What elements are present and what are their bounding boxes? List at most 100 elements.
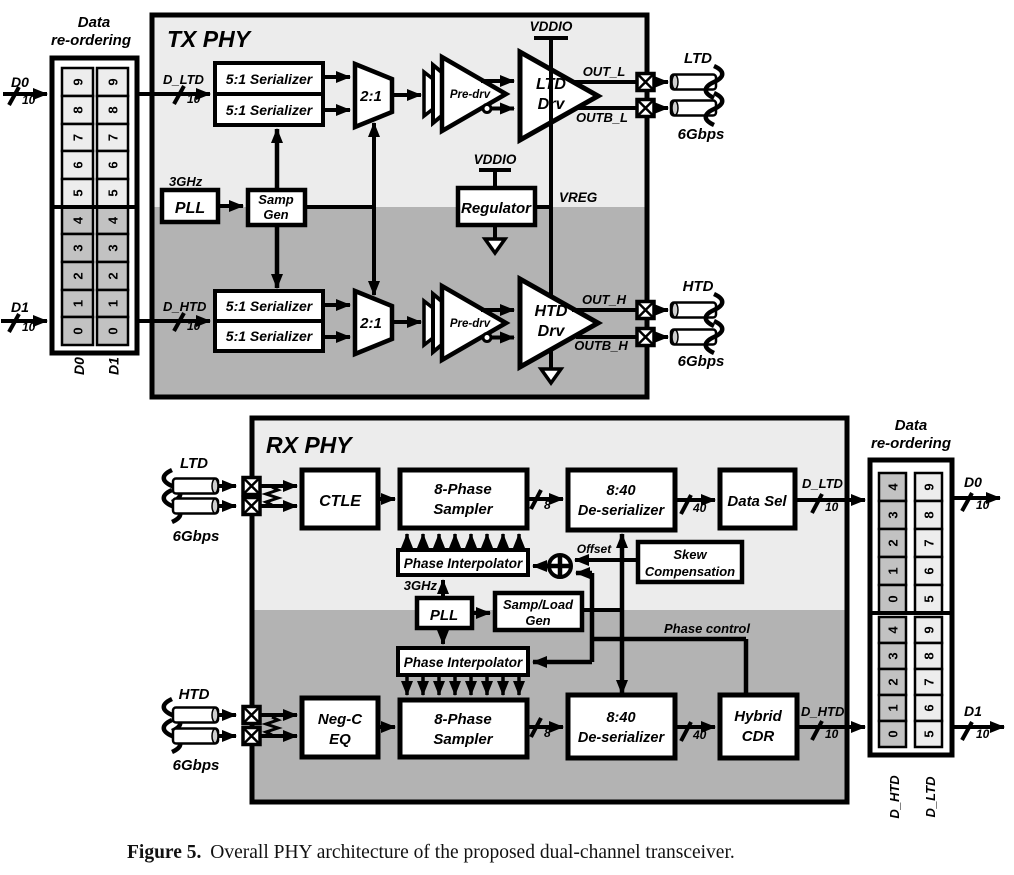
bus-slash xyxy=(810,720,824,741)
cell xyxy=(877,499,908,531)
cell xyxy=(913,583,944,615)
cell xyxy=(877,583,908,615)
cell-digit: 7 xyxy=(106,134,121,141)
right-reorder-block: Data re-ordering 4 3 2 1 0 4 3 2 1 0 xyxy=(867,417,1005,819)
hybrid-cdr-label-1: Hybrid xyxy=(734,708,782,725)
bus-slash xyxy=(960,492,974,512)
bus-width: 8 xyxy=(544,726,551,740)
cell-digit: 6 xyxy=(106,161,121,168)
htd-rate-label: 6Gbps xyxy=(678,353,725,370)
cell-digit: 0 xyxy=(106,327,121,334)
htd-drv-label-2: Drv xyxy=(538,323,566,340)
rx-phy-border xyxy=(249,415,850,805)
regulator-label: Regulator xyxy=(461,200,532,217)
summing-node xyxy=(547,553,573,579)
neg-c-eq-box xyxy=(299,695,381,760)
mux-top-label: 2:1 xyxy=(359,88,382,105)
ltd-rate-label: 6Gbps xyxy=(678,126,725,143)
d-htd-bus-label: D_HTD xyxy=(163,299,207,314)
cable-cap xyxy=(671,100,679,116)
cell xyxy=(60,177,95,209)
cell-digit: 7 xyxy=(71,134,86,141)
cable-break xyxy=(703,291,725,329)
predrv-label: Pre-drv xyxy=(450,318,491,330)
sampler-bottom-label-1: 8-Phase xyxy=(434,711,492,728)
termination-resistor xyxy=(261,715,283,737)
left-reorder-title-2: re-ordering xyxy=(51,32,131,49)
bus-slash xyxy=(679,494,693,515)
bus-width: 10 xyxy=(187,319,201,333)
cell-digit: 7 xyxy=(922,539,937,546)
data-sel-label: Data Sel xyxy=(727,493,787,510)
bus-width: 10 xyxy=(976,498,990,512)
inverter-bubble xyxy=(481,103,493,114)
bus-width: 8 xyxy=(544,498,551,512)
rx-phy-block: RX PHY LTD 6Gbps CTLE xyxy=(161,415,866,805)
d1-output-label: D1 xyxy=(964,703,982,719)
serializer-label: 5:1 Serializer xyxy=(226,102,314,118)
bus-slash xyxy=(810,493,824,514)
bus-width: 10 xyxy=(825,727,839,741)
rx-htd-rate: 6Gbps xyxy=(173,757,220,774)
cell-digit: 8 xyxy=(922,511,937,518)
skew-comp-label-2: Compensation xyxy=(645,564,735,579)
hybrid-cdr-box xyxy=(717,692,800,761)
left-reorder-col2-label: D1 xyxy=(106,357,122,375)
cell-digit: 0 xyxy=(886,595,901,602)
right-reorder-col2-label: D_LTD xyxy=(923,776,938,818)
cable-cap xyxy=(211,707,219,723)
cell-digit: 8 xyxy=(106,106,121,113)
ground-symbol xyxy=(481,237,509,257)
cell xyxy=(95,315,130,347)
mux-bottom xyxy=(352,287,395,358)
cell-digit: 9 xyxy=(106,78,121,85)
cell-digit: 3 xyxy=(71,244,86,251)
pad-symbol xyxy=(241,704,262,726)
cell xyxy=(913,527,944,559)
bus-width: 10 xyxy=(187,92,201,106)
cable-break xyxy=(703,90,725,128)
serializer-label: 5:1 Serializer xyxy=(226,71,314,87)
cell xyxy=(877,719,908,749)
samp-load-label-1: Samp/Load xyxy=(503,597,574,612)
cell xyxy=(60,315,95,347)
tx-phy-block: TX PHY D_LTD 10 5:1 Serializer 5:1 Seria… xyxy=(137,12,725,400)
sampler-top-label-1: 8-Phase xyxy=(434,481,492,498)
bus-width: 10 xyxy=(22,320,36,334)
cell-digit: 4 xyxy=(106,216,121,224)
phase-interp-top-box xyxy=(396,548,530,577)
bus-slash xyxy=(529,489,543,510)
bus-width: 40 xyxy=(692,501,707,515)
predrv-stage-3 xyxy=(439,282,511,364)
cable-cap xyxy=(671,74,679,90)
cell-digit: 0 xyxy=(71,327,86,334)
ground-symbol xyxy=(537,367,565,387)
cell-digit: 3 xyxy=(106,244,121,251)
serializer-label: 5:1 Serializer xyxy=(226,298,314,314)
right-reorder-col1-label: D_HTD xyxy=(887,775,902,819)
sampler-top-label-2: Sampler xyxy=(433,501,493,518)
samp-load-label-2: Gen xyxy=(525,613,550,628)
mux-top xyxy=(352,60,395,131)
rx-pll-freq: 3GHz xyxy=(404,578,438,593)
sampler-top-box xyxy=(397,467,530,531)
phase-clock-arrows-top xyxy=(401,533,525,550)
phase-interp-bottom-box xyxy=(396,646,530,677)
out-l-label: OUT_L xyxy=(583,64,626,79)
predrv-stage-3 xyxy=(439,53,511,135)
bus-width: 10 xyxy=(976,727,990,741)
pad-symbol xyxy=(635,71,656,93)
cell-digit: 8 xyxy=(71,106,86,113)
figure-caption: Figure 5. Overall PHY architecture of th… xyxy=(127,842,735,863)
pad-symbol xyxy=(635,299,656,321)
rx-d-ltd-label: D_LTD xyxy=(802,476,844,491)
left-reorder-block: Data re-ordering 9 8 7 6 5 4 3 2 1 0 xyxy=(1,14,140,375)
bus-slash xyxy=(7,86,21,106)
caption-text: Overall PHY architecture of the proposed… xyxy=(210,842,734,863)
cell xyxy=(877,555,908,587)
samp-load-box xyxy=(492,590,585,633)
left-reorder-col1-label: D0 xyxy=(71,357,87,375)
d0-input-label: D0 xyxy=(11,74,29,90)
regulator-vddio-label: VDDIO xyxy=(474,152,517,167)
